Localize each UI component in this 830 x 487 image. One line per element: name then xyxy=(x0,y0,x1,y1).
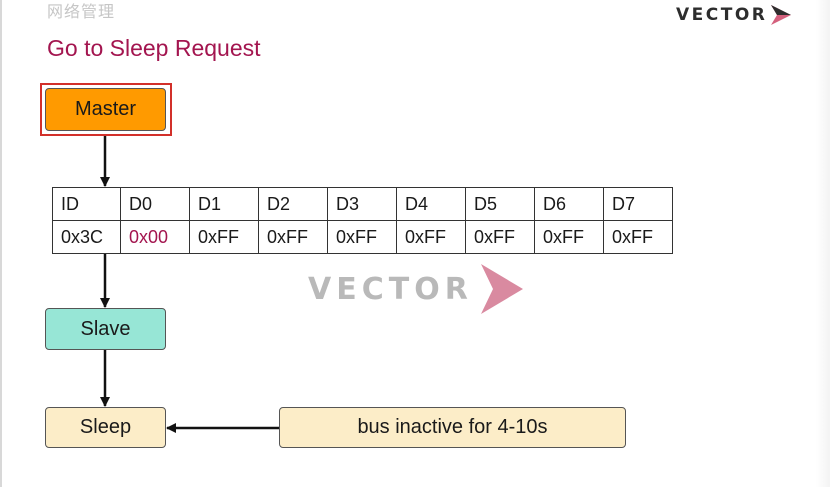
frame-header-d2: D2 xyxy=(258,187,328,221)
frame-header-d1: D1 xyxy=(189,187,259,221)
frame-header-d5: D5 xyxy=(465,187,535,221)
frame-header-d7: D7 xyxy=(603,187,673,221)
section-label: 网络管理 xyxy=(47,2,116,21)
frame-value-d1: 0xFF xyxy=(189,220,259,254)
bus-inactive-node: bus inactive for 4-10s xyxy=(279,407,626,448)
slave-node: Slave xyxy=(45,308,166,350)
frame-value-id: 0x3C xyxy=(52,220,121,254)
frame-value-d0: 0x00 xyxy=(120,220,190,254)
vector-watermark-chevron-icon xyxy=(480,264,523,314)
slide-title: Go to Sleep Request xyxy=(47,35,261,61)
frame-value-d3: 0xFF xyxy=(327,220,397,254)
frame-value-d2: 0xFF xyxy=(258,220,328,254)
frame-value-d7: 0xFF xyxy=(603,220,673,254)
right-edge-shade xyxy=(816,0,830,487)
vector-watermark: VECTOR xyxy=(308,264,525,314)
vector-logo-text: VECTOR xyxy=(676,5,768,25)
frame-value-d5: 0xFF xyxy=(465,220,535,254)
frame-header-id: ID xyxy=(52,187,121,221)
frame-value-d4: 0xFF xyxy=(396,220,466,254)
can-frame-table: ID D0 D1 D2 D3 D4 D5 D6 D7 0x3C 0x00 0xF… xyxy=(52,187,673,254)
vector-logo: VECTOR xyxy=(676,4,793,26)
left-border xyxy=(0,0,2,487)
frame-header-d3: D3 xyxy=(327,187,397,221)
frame-header-d0: D0 xyxy=(120,187,190,221)
vector-chevron-icon xyxy=(771,5,792,25)
master-highlight-outline xyxy=(40,83,172,136)
frame-value-d6: 0xFF xyxy=(534,220,604,254)
sleep-node: Sleep xyxy=(45,407,166,448)
frame-header-d6: D6 xyxy=(534,187,604,221)
frame-header-d4: D4 xyxy=(396,187,466,221)
master-node: Master xyxy=(45,88,166,131)
frame-value-row: 0x3C 0x00 0xFF 0xFF 0xFF 0xFF 0xFF 0xFF … xyxy=(52,220,673,254)
vector-watermark-text: VECTOR xyxy=(308,271,473,307)
frame-header-row: ID D0 D1 D2 D3 D4 D5 D6 D7 xyxy=(52,187,673,221)
